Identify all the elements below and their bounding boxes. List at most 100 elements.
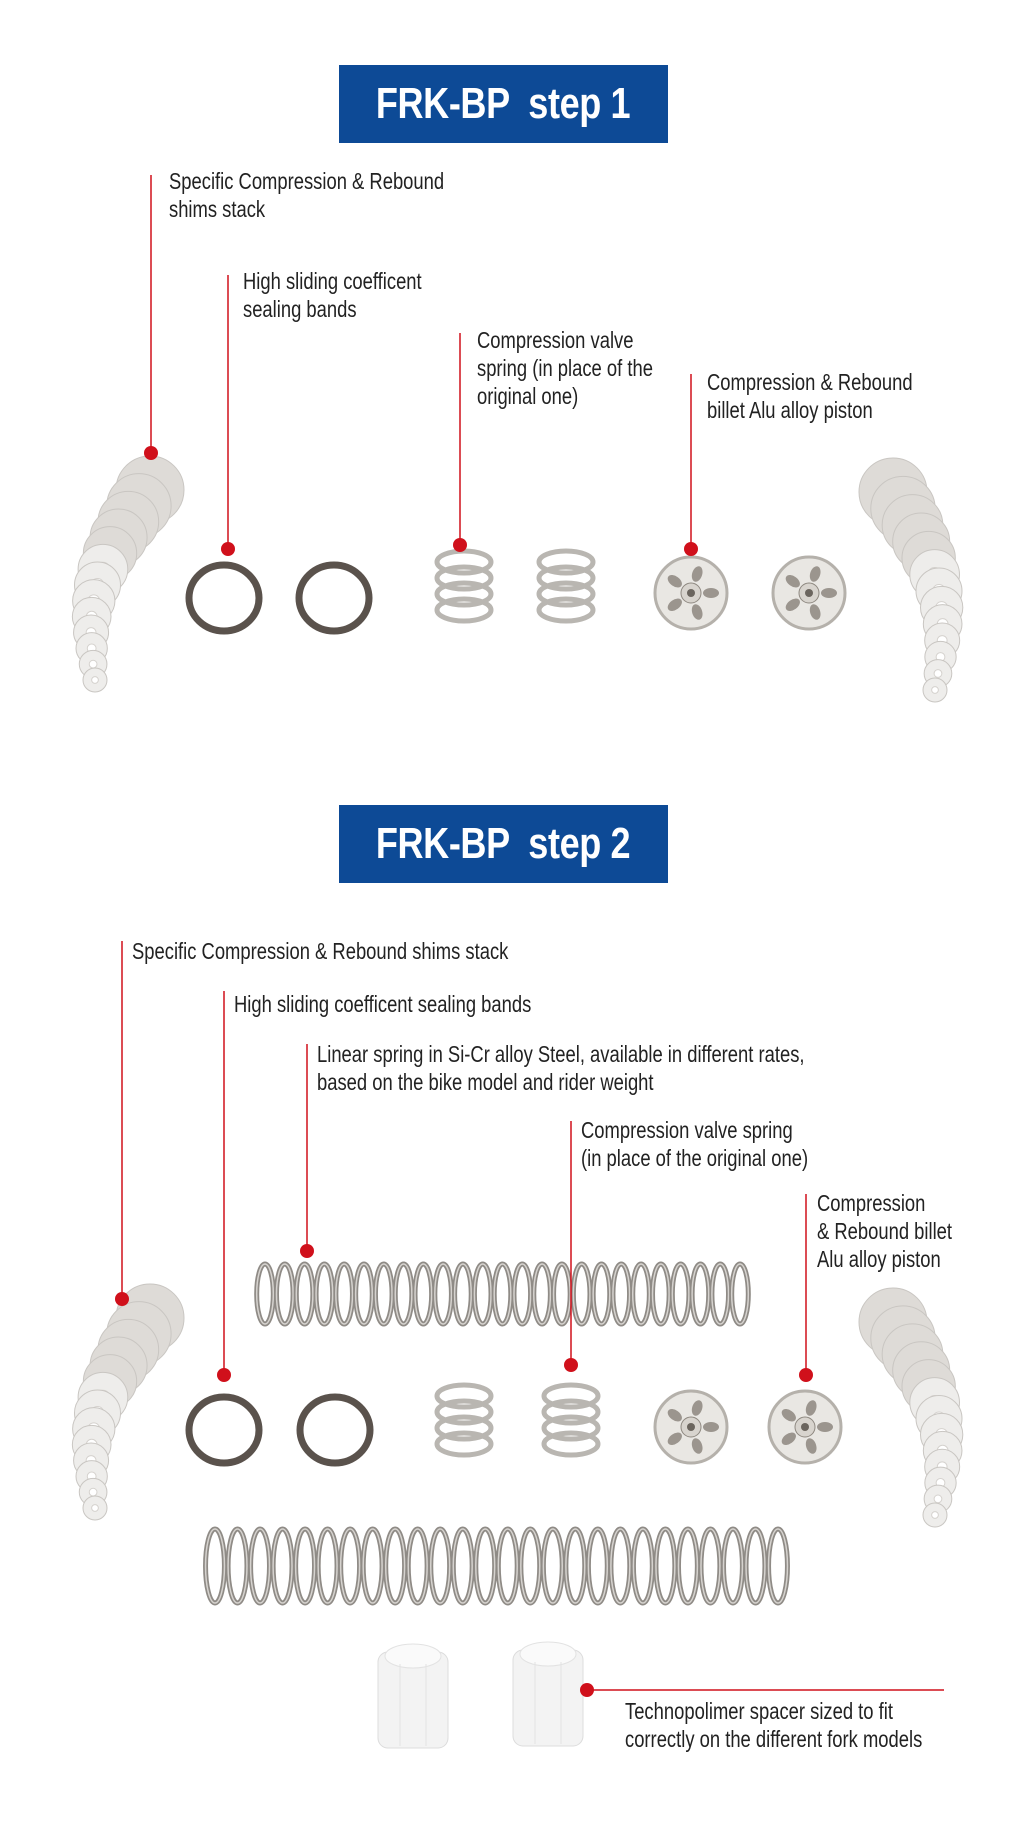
leader-dot — [221, 542, 235, 556]
valve-spring — [434, 548, 494, 624]
spring-highlight — [335, 1263, 354, 1325]
label-line: & Rebound billet — [817, 1218, 953, 1244]
valve-spring — [536, 548, 596, 624]
spring-highlight — [691, 1263, 710, 1325]
spring-highlight — [434, 1263, 453, 1325]
sealing-band — [296, 1393, 374, 1467]
label-line: sealing bands — [243, 296, 357, 322]
label-line: Specific Compression & Rebound — [169, 168, 445, 194]
step2-banner: FRK-BP step 2 — [339, 805, 668, 883]
spring-highlight — [255, 1263, 275, 1325]
label-line: Compression & Rebound — [707, 369, 913, 395]
spring-highlight — [275, 1263, 294, 1325]
spring-coil — [536, 548, 596, 576]
step2-label-bands: High sliding coefficent sealing bands — [234, 990, 531, 1018]
spring-highlight — [542, 1528, 564, 1604]
spring-highlight — [294, 1528, 316, 1604]
shim-hole — [88, 659, 98, 669]
label-line: billet Alu alloy piston — [707, 397, 873, 423]
shim-hole — [933, 669, 943, 678]
spring-highlight — [204, 1528, 226, 1604]
spring-highlight — [700, 1528, 721, 1604]
spring-highlight — [475, 1528, 496, 1604]
label-line: High sliding coefficent sealing bands — [234, 991, 532, 1017]
spring-highlight — [730, 1263, 750, 1325]
spring-highlight — [651, 1263, 670, 1325]
piston-port — [691, 604, 703, 620]
spring-highlight — [315, 1263, 334, 1325]
spring-highlight — [671, 1263, 690, 1325]
piston-port — [781, 1409, 796, 1422]
step1-label-piston: Compression & Rebound billet Alu alloy p… — [707, 368, 913, 424]
piston-port — [809, 604, 821, 620]
label-line: Alu alloy piston — [817, 1246, 941, 1272]
spring-highlight — [452, 1528, 473, 1604]
leader-dot — [300, 1244, 314, 1258]
label-line: original one) — [477, 383, 579, 409]
step1-title: FRK-BP step 1 — [376, 79, 631, 128]
step1-label-shims: Specific Compression & Rebound shims sta… — [169, 167, 444, 223]
spring-highlight — [745, 1528, 766, 1604]
spring-highlight — [572, 1263, 591, 1325]
spring-coil — [434, 1414, 494, 1442]
spring-highlight — [767, 1528, 789, 1604]
step2-label-valve-spring: Compression valve spring (in place of th… — [581, 1116, 808, 1172]
piston-port — [691, 1400, 703, 1416]
spring-highlight — [227, 1528, 248, 1604]
spring-coil — [541, 1382, 601, 1410]
shims-stack — [858, 1287, 964, 1528]
piston-port — [703, 1422, 719, 1432]
spring-highlight — [384, 1528, 406, 1604]
shims-stack — [71, 1283, 185, 1521]
spring-highlight — [513, 1263, 532, 1325]
spring-highlight — [631, 1263, 651, 1325]
piston-port — [781, 1432, 796, 1445]
leader-dot — [453, 538, 467, 552]
step1-label-bands: High sliding coefficent sealing bands — [243, 267, 422, 323]
spring-highlight — [587, 1528, 609, 1604]
piston-hole — [805, 589, 813, 597]
spring-coil — [434, 548, 494, 576]
step2-label-spacer: Technopolimer spacer sized to fit correc… — [625, 1697, 922, 1753]
spring-highlight — [493, 1263, 512, 1325]
linear-spring — [254, 1261, 751, 1327]
step1-banner: FRK-BP step 1 — [339, 65, 668, 143]
step2-label-piston: Compression & Rebound billet Alu alloy p… — [817, 1189, 952, 1273]
spring-coil — [541, 1414, 601, 1442]
label-line: Specific Compression & Rebound shims sta… — [132, 938, 509, 964]
sealing-band — [185, 561, 263, 635]
spring-highlight — [592, 1263, 611, 1325]
spring-highlight — [295, 1263, 314, 1325]
spring-highlight — [354, 1263, 374, 1325]
label-line: Linear spring in Si-Cr alloy Steel, avai… — [317, 1041, 805, 1067]
spring-highlight — [497, 1528, 518, 1604]
leader-dot — [580, 1683, 594, 1697]
leader-dot — [144, 446, 158, 460]
piston-port — [809, 566, 821, 582]
piston — [653, 555, 729, 631]
label-line: Technopolimer spacer sized to fit — [625, 1698, 893, 1724]
piston — [767, 1389, 843, 1465]
piston-port — [703, 588, 719, 598]
spring-highlight — [429, 1528, 451, 1604]
leader-dot — [217, 1368, 231, 1382]
technopolimer-spacer — [377, 1643, 449, 1749]
sealing-band — [185, 1393, 263, 1467]
label-line: spring (in place of the — [477, 355, 653, 381]
label-line: shims stack — [169, 196, 266, 222]
spring-highlight — [453, 1263, 472, 1325]
label-line: Compression — [817, 1190, 926, 1216]
leader-dot — [115, 1292, 129, 1306]
spacer-top — [384, 1643, 442, 1669]
piston-port — [817, 1422, 833, 1432]
spring-coil — [541, 1398, 601, 1426]
spring-highlight — [722, 1528, 744, 1604]
valve-spring — [541, 1382, 601, 1458]
spring-highlight — [711, 1263, 730, 1325]
spring-coil — [434, 1382, 494, 1410]
spring-highlight — [520, 1528, 541, 1604]
sealing-band — [295, 561, 373, 635]
spring-coil — [434, 564, 494, 592]
step2-title: FRK-BP step 2 — [376, 819, 631, 868]
